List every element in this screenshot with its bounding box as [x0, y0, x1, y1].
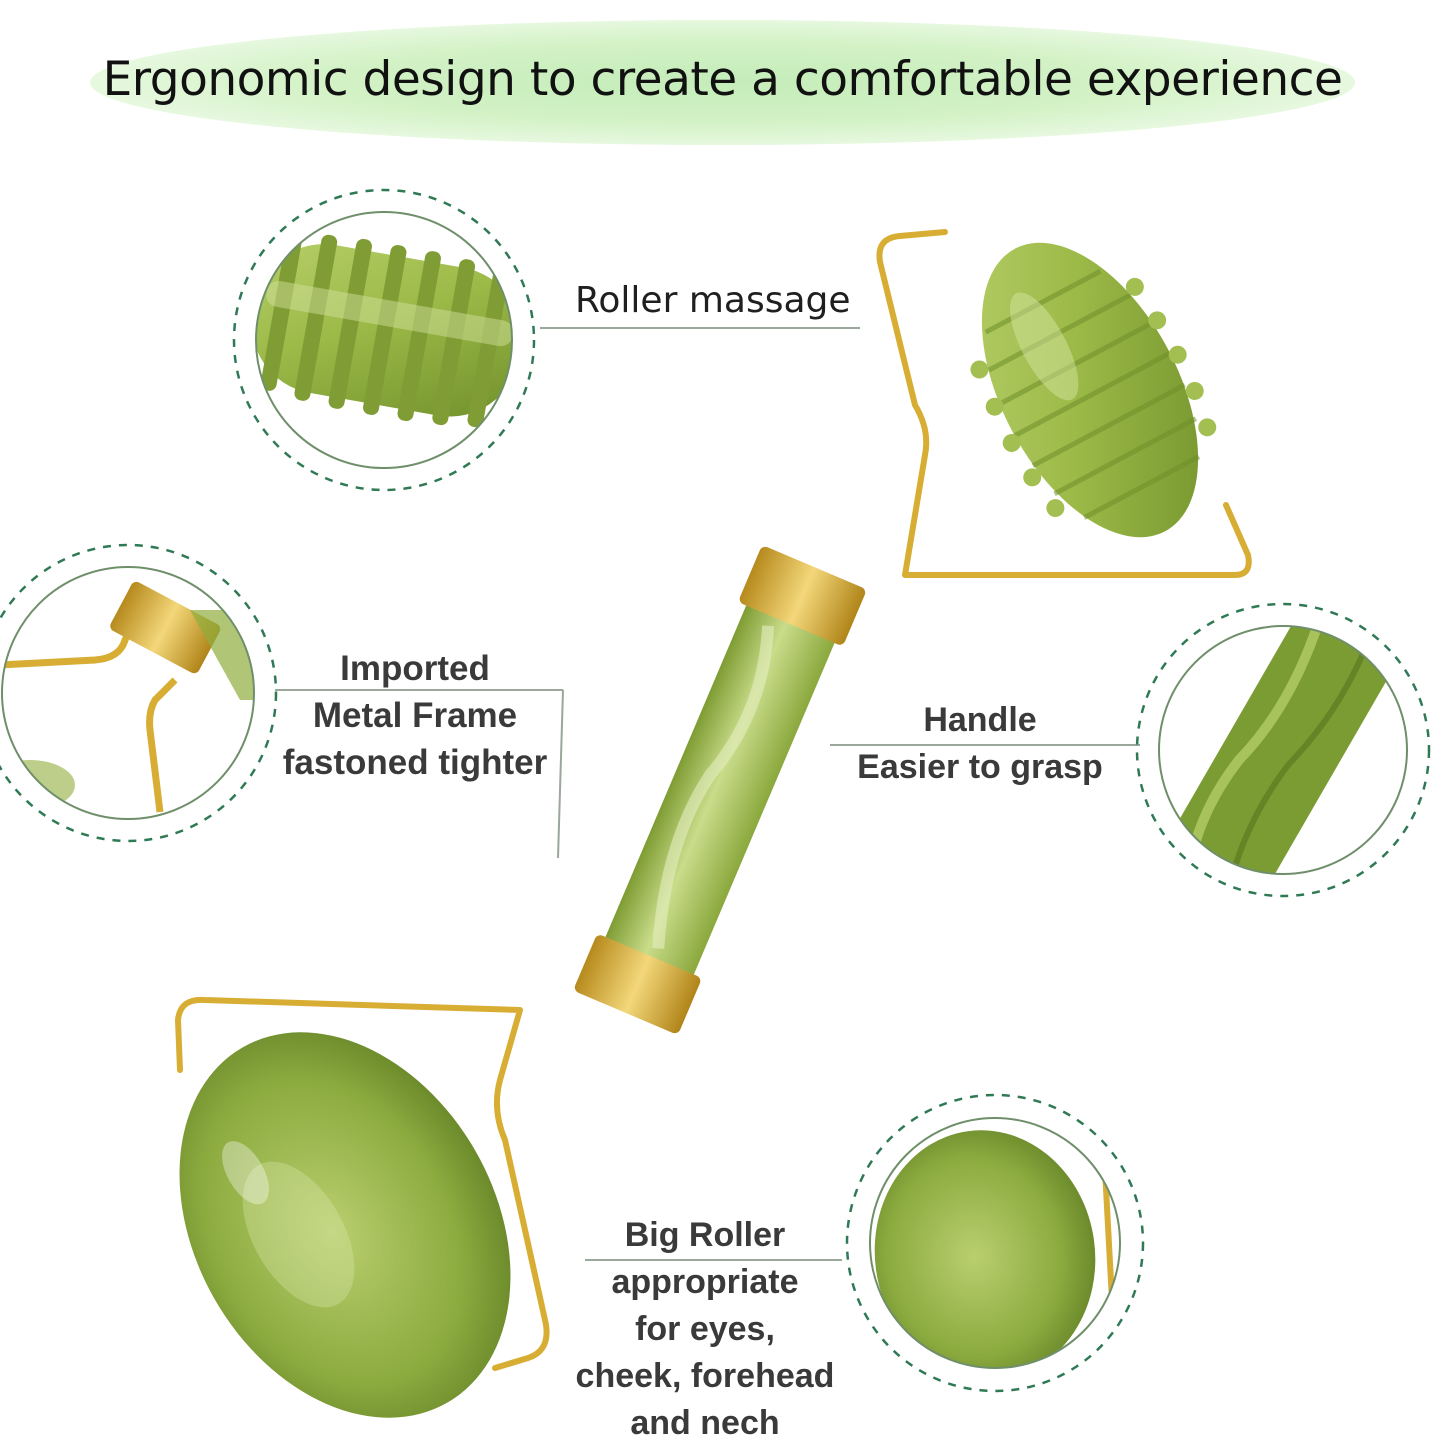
callout-line: fastoned tighter — [282, 743, 548, 782]
headline-banner — [90, 20, 1355, 145]
bottom-metal-frame — [175, 996, 550, 1371]
headline: Ergonomic design to create a comfortable… — [102, 52, 1343, 107]
callout-line: Big Roller — [624, 1216, 786, 1254]
bottom-gold-collar — [574, 935, 701, 1034]
callout-roller-massage: Roller massage — [575, 280, 851, 321]
jade-roller — [175, 229, 1252, 1418]
top-gold-collar — [739, 546, 866, 645]
callout-line: Handle — [923, 701, 1037, 739]
callout-big-roller: Big Roller appropriate for eyes, cheek, … — [540, 1212, 870, 1447]
big-roller — [179, 1032, 511, 1418]
callout-line: appropriate — [611, 1263, 799, 1301]
callout-line: cheek, forehead — [575, 1357, 835, 1395]
callout-line: Metal Frame — [312, 696, 518, 735]
callout-metal-frame: Imported Metal Frame fastoned tighter — [265, 645, 565, 786]
zoom-circle-roller — [232, 188, 536, 492]
small-spiked-roller — [970, 242, 1217, 538]
zoom-circle-frame — [0, 543, 278, 843]
callout-line: Roller massage — [575, 280, 851, 321]
handle — [574, 546, 866, 1034]
zoom-circle-big-roller — [845, 1093, 1145, 1393]
zoom-circle-handle — [1135, 602, 1431, 898]
callout-handle: Handle Easier to grasp — [830, 697, 1130, 791]
callout-line: Easier to grasp — [857, 748, 1103, 786]
top-metal-frame — [876, 229, 1252, 578]
callout-line: Imported — [340, 649, 490, 688]
callout-line: for eyes, — [635, 1310, 775, 1348]
callout-line: and nech — [630, 1404, 780, 1442]
leader-lines — [275, 327, 1140, 1261]
